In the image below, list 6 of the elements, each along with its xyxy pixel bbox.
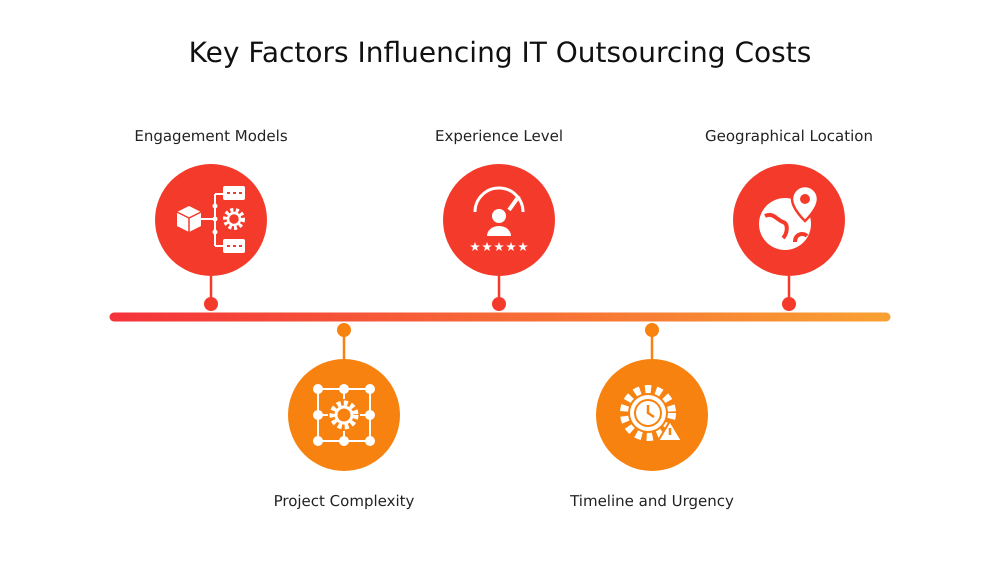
title: Key Factors Influencing IT Outsourcing Costs xyxy=(188,36,812,69)
node-label: Experience Level xyxy=(434,126,563,146)
node-label: Engagement Models xyxy=(134,126,288,146)
node-label: Project Complexity xyxy=(274,491,414,511)
node-label: Timeline and Urgency xyxy=(570,491,734,511)
node-label: Geographical Location xyxy=(705,126,873,146)
